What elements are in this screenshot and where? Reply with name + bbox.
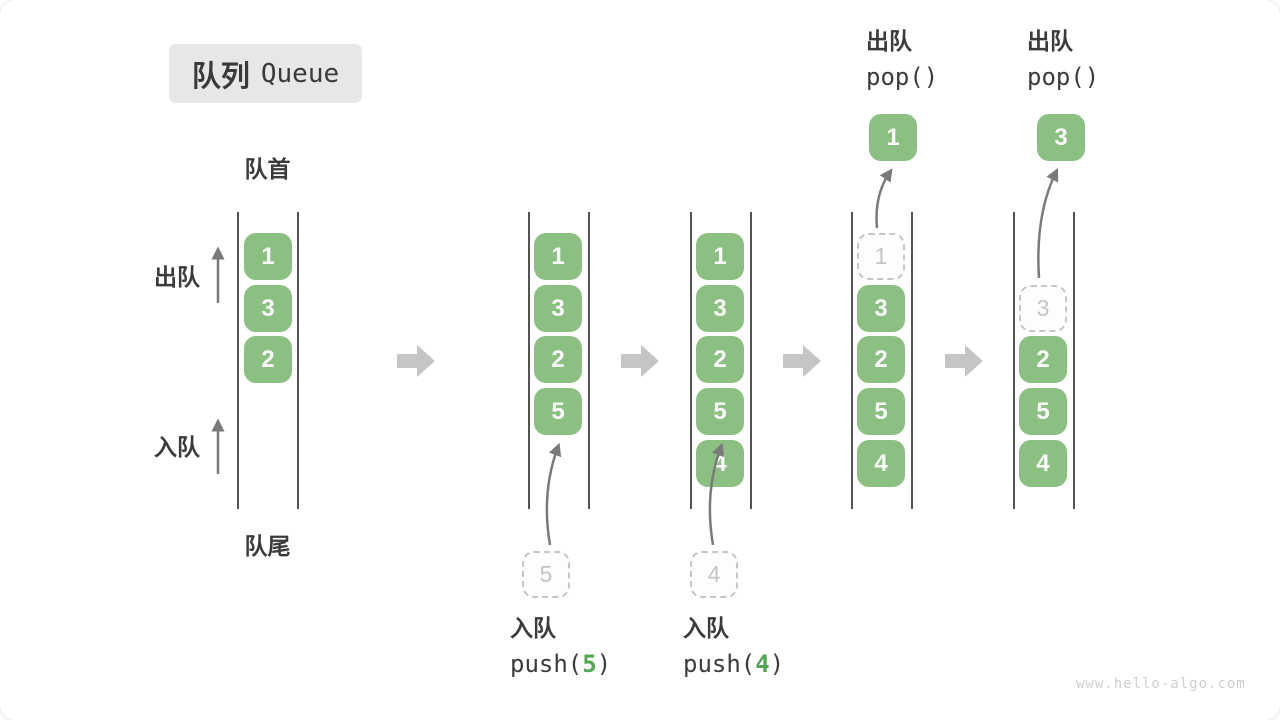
label-enqueue: 入队 — [154, 434, 200, 460]
label-queue-front: 队首 — [244, 156, 291, 182]
queue-cell: 4 — [696, 440, 744, 487]
queue-wall — [1073, 212, 1075, 509]
push4-code: push(4) — [683, 649, 785, 678]
pop-first-operation-label: 出队 pop() — [866, 28, 938, 91]
pop-second-operation-label: 出队 pop() — [1027, 28, 1099, 91]
queue-wall — [1013, 212, 1015, 509]
popped-cell: 3 — [1037, 114, 1085, 161]
push5-arg: 5 — [582, 649, 597, 678]
popped-cell: 1 — [869, 114, 917, 161]
queue-wall — [851, 212, 853, 509]
removed-ghost-cell: 3 — [1019, 285, 1067, 332]
incoming-ghost-cell: 4 — [690, 551, 738, 598]
queue-cell: 5 — [696, 388, 744, 435]
queue-cell: 5 — [534, 388, 582, 435]
queue-cell: 3 — [696, 285, 744, 332]
incoming-ghost-cell: 5 — [522, 551, 570, 598]
queue-cell: 4 — [857, 440, 905, 487]
queue-cell: 1 — [534, 233, 582, 280]
label-queue-rear: 队尾 — [244, 533, 291, 559]
queue-cell: 3 — [857, 285, 905, 332]
pop-first-code: pop() — [866, 62, 939, 91]
push5-operation-label: 入队 push(5) — [510, 615, 611, 678]
watermark: www.hello-algo.com — [1076, 676, 1246, 692]
pop-second-motion-arrow-icon — [1037, 167, 1059, 279]
pop-first-cjk-label: 出队 — [866, 28, 912, 54]
queue-wall — [690, 212, 692, 509]
queue-cell: 2 — [1019, 336, 1067, 383]
title-box: 队列 Queue — [169, 44, 362, 103]
queue-wall — [528, 212, 530, 509]
queue-cell: 2 — [534, 336, 582, 383]
queue-cell: 2 — [696, 336, 744, 383]
removed-ghost-cell: 1 — [857, 233, 905, 280]
queue-cell: 5 — [857, 388, 905, 435]
queue-wall — [297, 212, 299, 509]
queue-cell: 4 — [1019, 440, 1067, 487]
title-zh: 队列 — [191, 60, 250, 93]
push5-code: push(5) — [510, 649, 612, 678]
next-state-arrow-icon — [397, 345, 435, 377]
pop-second-cjk-label: 出队 — [1027, 28, 1073, 54]
queue-cell: 1 — [244, 233, 292, 280]
queue-cell: 5 — [1019, 388, 1067, 435]
next-state-arrow-icon — [783, 345, 821, 377]
push4-cjk-label: 入队 — [683, 615, 729, 641]
queue-cell: 2 — [244, 336, 292, 383]
push4-arg: 4 — [755, 649, 770, 678]
queue-cell: 2 — [857, 336, 905, 383]
push5-cjk-label: 入队 — [510, 615, 556, 641]
queue-wall — [237, 212, 239, 509]
push5-motion-arrow-icon — [545, 442, 562, 546]
queue-cell: 3 — [244, 285, 292, 332]
pop-first-motion-arrow-icon — [875, 168, 893, 229]
queue-wall — [588, 212, 590, 509]
queue-cell: 1 — [696, 233, 744, 280]
push4-operation-label: 入队 push(4) — [683, 615, 784, 678]
pop-second-code: pop() — [1027, 62, 1100, 91]
queue-wall — [911, 212, 913, 509]
queue-cell: 3 — [534, 285, 582, 332]
next-state-arrow-icon — [945, 345, 983, 377]
label-dequeue: 出队 — [154, 264, 200, 290]
title-en: Queue — [260, 58, 340, 89]
next-state-arrow-icon — [621, 345, 659, 377]
queue-wall — [750, 212, 752, 509]
